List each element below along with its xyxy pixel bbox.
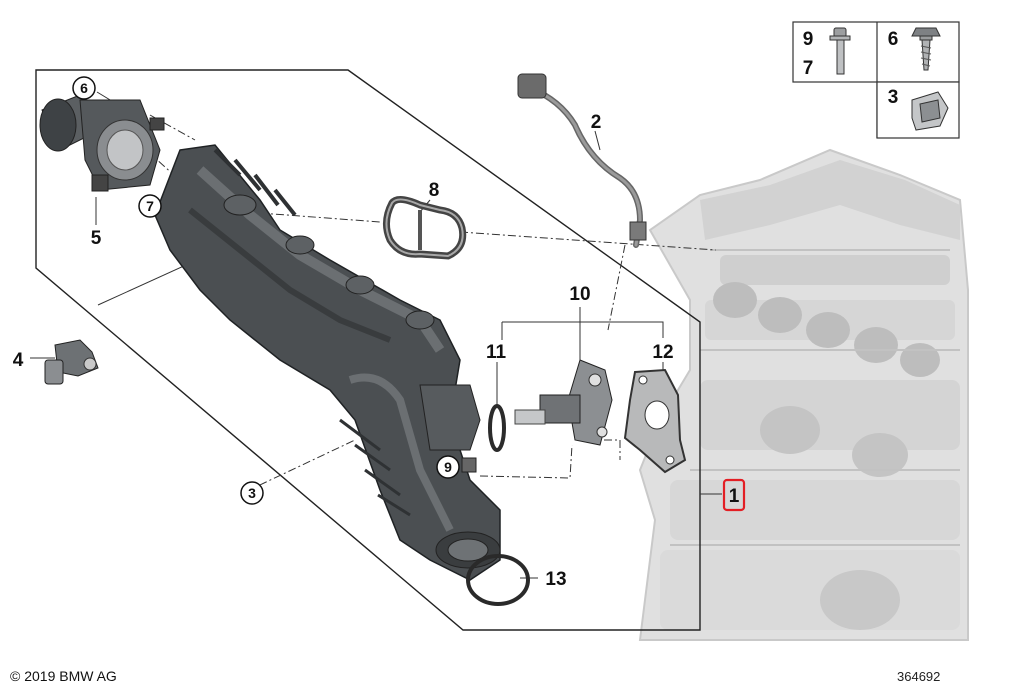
legend-label-9: 9	[803, 29, 814, 50]
o-ring	[488, 404, 506, 452]
valve-actuator	[514, 359, 613, 446]
legend-label-6: 6	[888, 29, 899, 50]
pressure-sensor	[44, 339, 99, 385]
callout-5: 5	[91, 228, 102, 249]
engine-block	[638, 148, 969, 641]
legend-label-7: 7	[803, 58, 814, 79]
callout-4: 4	[13, 350, 24, 371]
callout-10: 10	[569, 284, 590, 305]
legend-label-3: 3	[888, 87, 899, 108]
flange-gasket	[623, 368, 687, 474]
throttle-module	[39, 94, 165, 192]
callout-11: 11	[486, 342, 507, 363]
svg-text:1: 1	[729, 486, 740, 507]
svg-text:3: 3	[248, 485, 256, 501]
callout-13: 13	[545, 569, 566, 590]
sealing-ring	[466, 554, 530, 606]
callout-3-circle: 3	[240, 481, 264, 505]
screw-icon	[911, 27, 941, 71]
gasket	[383, 196, 467, 260]
svg-text:9: 9	[444, 459, 452, 475]
fastener-legend: 9 7 6 3	[792, 21, 960, 139]
diagram-reference-number: 364692	[897, 669, 940, 684]
group-outline	[35, 69, 701, 631]
callout-8: 8	[429, 180, 440, 201]
bolt-icon	[829, 27, 851, 75]
clip-nut-icon	[911, 91, 949, 131]
callout-2: 2	[591, 112, 602, 133]
svg-text:6: 6	[80, 80, 88, 96]
callout-7-circle: 7	[138, 194, 162, 218]
svg-text:7: 7	[146, 198, 154, 214]
callout-6-circle: 6	[72, 76, 96, 100]
callout-12: 12	[652, 342, 673, 363]
copyright-text: © 2019 BMW AG	[10, 668, 117, 684]
temperature-sensor-cable	[517, 73, 647, 248]
callout-1-highlight[interactable]: 1	[722, 478, 746, 512]
intake-manifold	[154, 144, 501, 581]
callout-9-circle: 9	[436, 455, 460, 479]
